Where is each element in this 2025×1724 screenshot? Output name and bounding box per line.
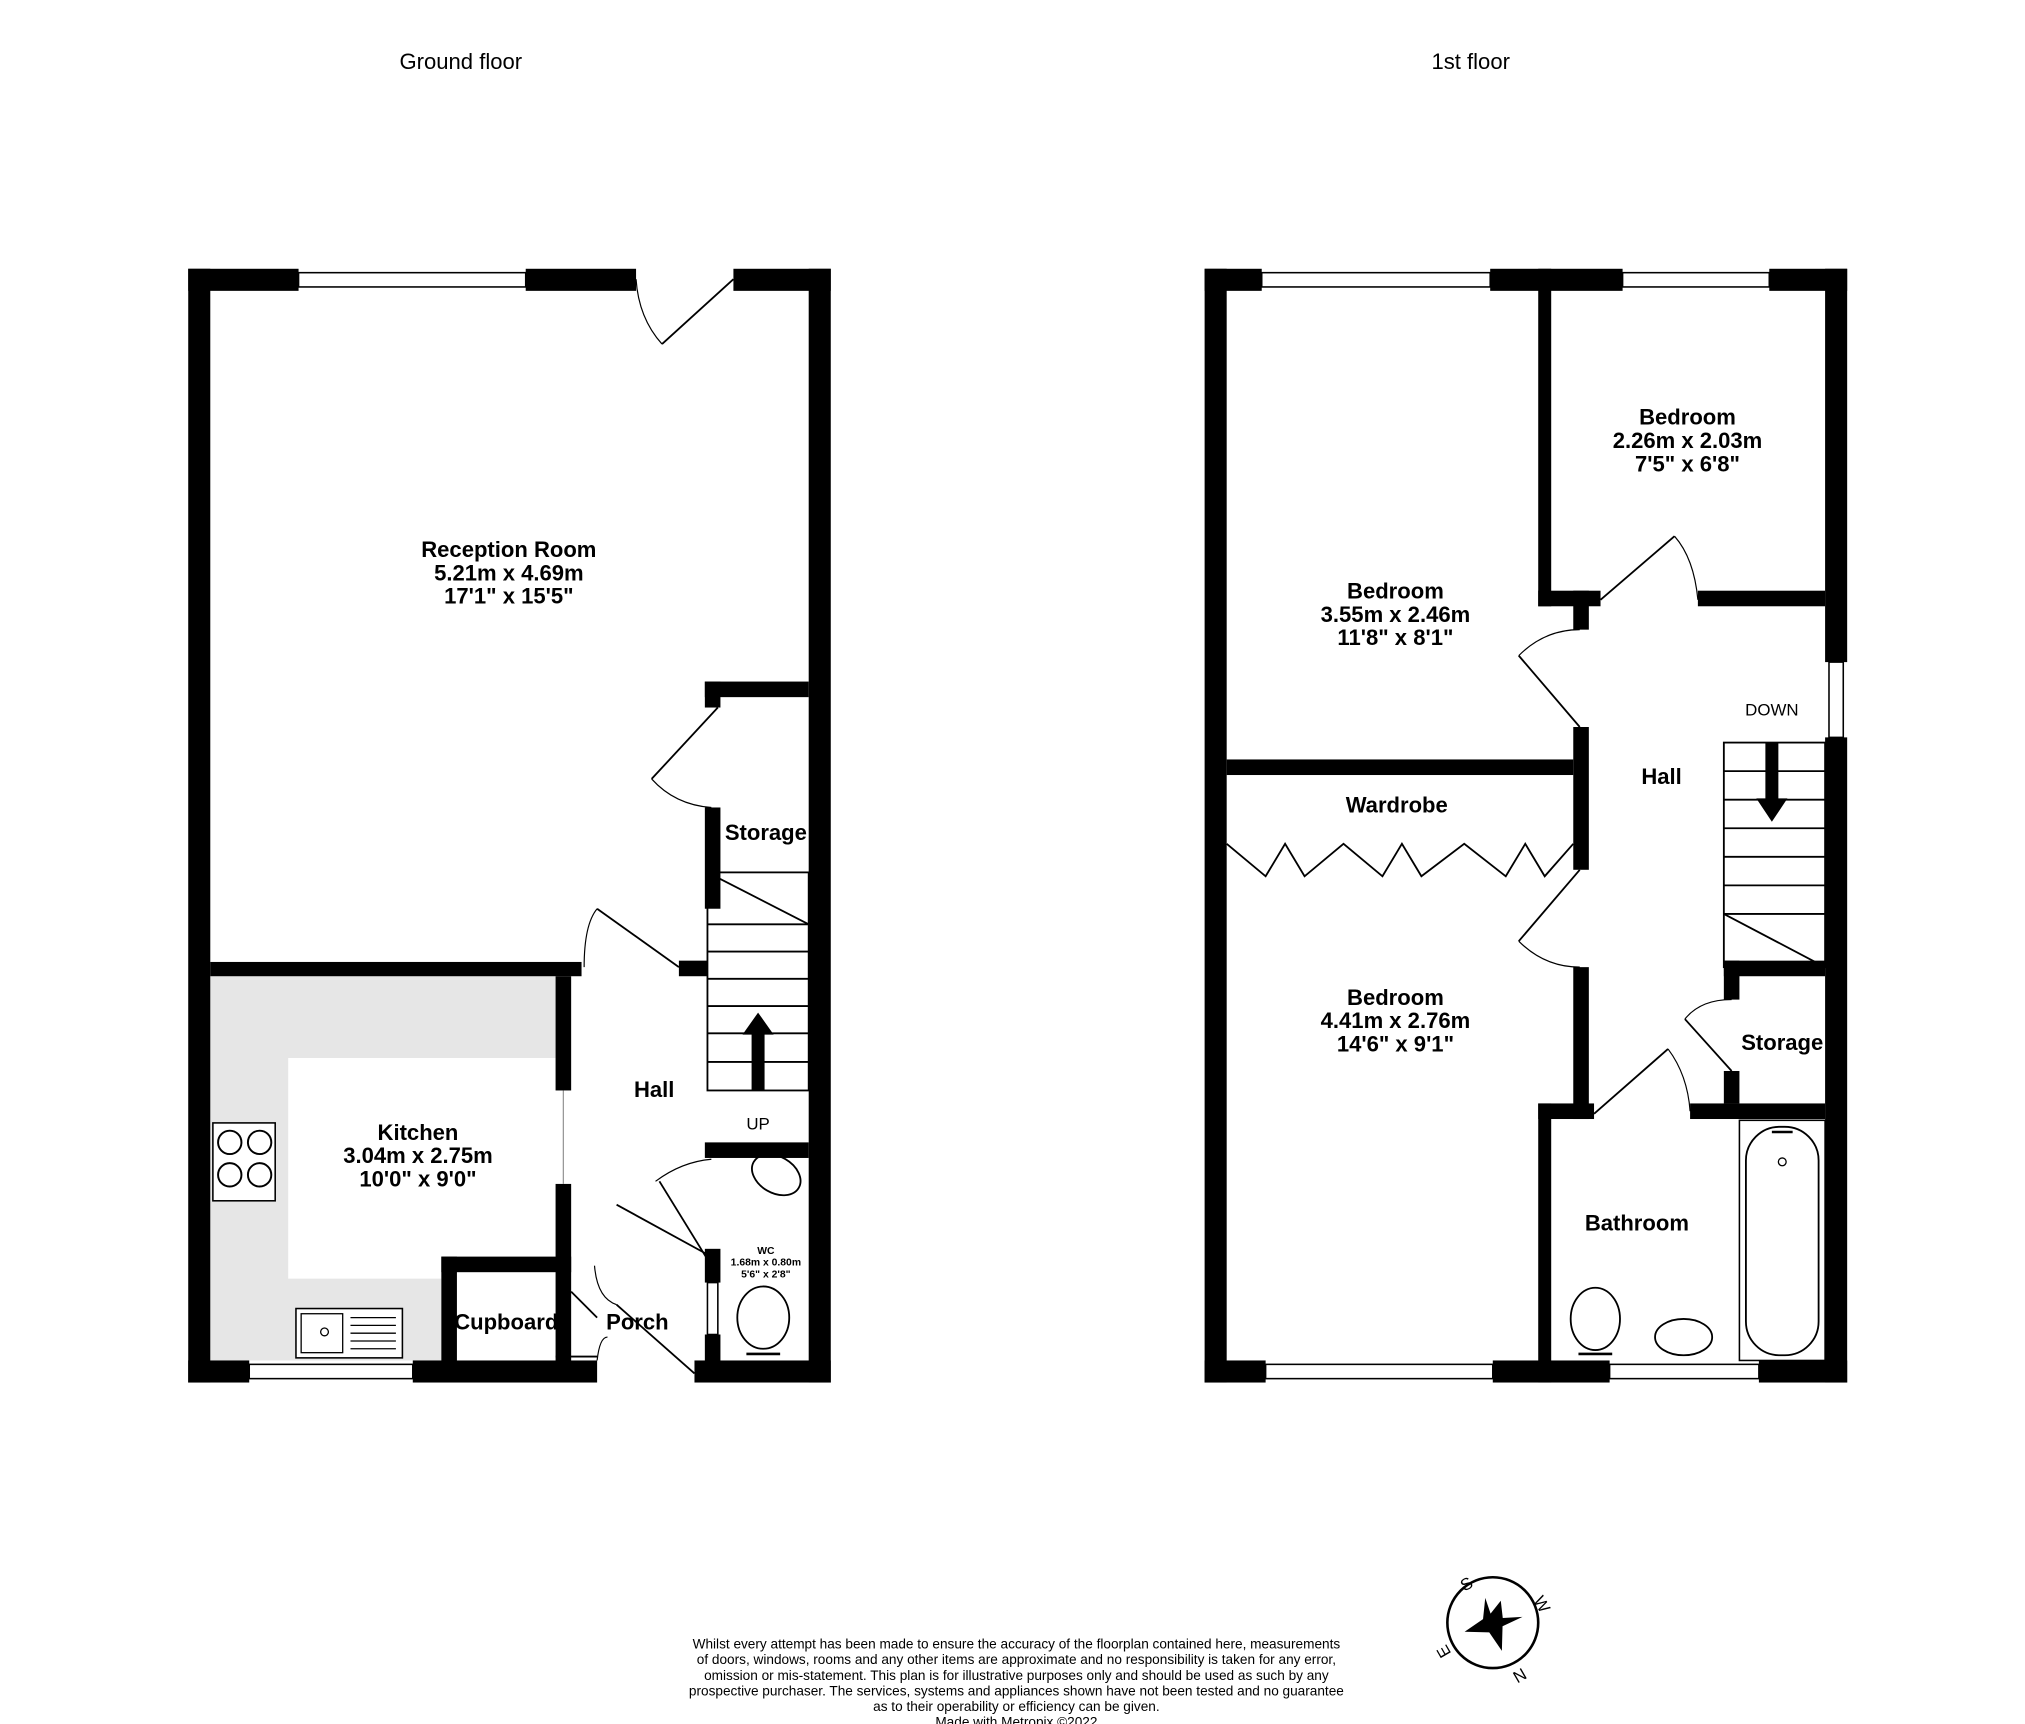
- room-imperial: 7'5" x 6'8": [1635, 451, 1740, 476]
- ground-floor-title: Ground floor: [400, 49, 523, 74]
- door: [661, 278, 735, 345]
- basin-icon: [751, 1153, 802, 1197]
- window: [1264, 1363, 1494, 1380]
- hob-icon: [212, 1122, 276, 1202]
- kitchen-worktop: [210, 976, 556, 1361]
- room-name: WC: [757, 1246, 775, 1257]
- stairs-up: [706, 871, 810, 1092]
- window: [297, 271, 527, 288]
- room-name: Storage: [725, 820, 807, 845]
- room-name: Storage: [1741, 1030, 1823, 1055]
- room-name: Bedroom: [1347, 578, 1444, 603]
- disclaimer-line: Made with Metropix ©2022: [935, 1715, 1097, 1724]
- first-floor-title: 1st floor: [1432, 49, 1510, 74]
- window: [1608, 1363, 1760, 1380]
- disclaimer: Whilst every attempt has been made to en…: [689, 1637, 1344, 1724]
- bath-icon: [1738, 1119, 1826, 1362]
- stairs-up-label: UP: [746, 1114, 769, 1133]
- room-name: Wardrobe: [1346, 793, 1448, 818]
- room-metric: 5.21m x 4.69m: [434, 560, 584, 585]
- room-name: Bedroom: [1639, 405, 1736, 430]
- disclaimer-line: omission or mis-statement. This plan is …: [704, 1668, 1329, 1683]
- window: [248, 1363, 414, 1380]
- compass-icon: S W N E: [1433, 1573, 1554, 1687]
- room-metric: 3.55m x 2.46m: [1321, 602, 1471, 627]
- room-name: Bedroom: [1347, 985, 1444, 1010]
- room-name: Kitchen: [378, 1120, 459, 1145]
- disclaimer-line: prospective purchaser. The services, sys…: [689, 1683, 1344, 1698]
- room-metric: 3.04m x 2.75m: [343, 1143, 493, 1168]
- window: [1621, 271, 1771, 288]
- room-imperial: 11'8" x 8'1": [1337, 625, 1453, 650]
- stairs-down: [1722, 741, 1827, 969]
- toilet-icon: [736, 1285, 791, 1350]
- compass-letter: W: [1529, 1593, 1553, 1616]
- room-metric: 4.41m x 2.76m: [1321, 1008, 1471, 1033]
- ground-floor-plan: UP: [188, 268, 831, 1383]
- room-imperial: 14'6" x 9'1": [1337, 1032, 1454, 1057]
- disclaimer-line: Whilst every attempt has been made to en…: [693, 1637, 1341, 1652]
- sink-icon: [295, 1307, 404, 1359]
- arrow-down-icon: [1756, 798, 1788, 822]
- arrow-up-icon: [742, 1012, 774, 1035]
- room-name: Porch: [606, 1309, 668, 1334]
- room-imperial: 17'1" x 15'5": [444, 584, 573, 609]
- stairs-down-label: DOWN: [1745, 700, 1798, 719]
- room-imperial: 5'6" x 2'8": [741, 1269, 790, 1280]
- room-metric: 2.26m x 2.03m: [1613, 428, 1763, 453]
- room-name: Reception Room: [421, 537, 596, 562]
- room-metric: 1.68m x 0.80m: [731, 1258, 801, 1269]
- room-imperial: 10'0" x 9'0": [359, 1167, 476, 1192]
- compass-letter: N: [1510, 1665, 1530, 1688]
- room-name: Hall: [1641, 764, 1681, 789]
- room-name: Cupboard: [454, 1309, 558, 1334]
- room-name: Hall: [634, 1077, 674, 1102]
- window: [1260, 271, 1491, 288]
- basin-icon: [1654, 1318, 1714, 1357]
- first-floor-plan: DOWN Bedroom 2.26m x 2.03m 7'5" x 6'8" B…: [1204, 268, 1848, 1383]
- disclaimer-line: as to their operability or efficiency ca…: [873, 1699, 1159, 1714]
- disclaimer-line: of doors, windows, rooms and any other i…: [697, 1652, 1336, 1667]
- room-name: Bathroom: [1585, 1211, 1689, 1236]
- toilet-icon: [1569, 1286, 1621, 1351]
- window: [1828, 661, 1845, 739]
